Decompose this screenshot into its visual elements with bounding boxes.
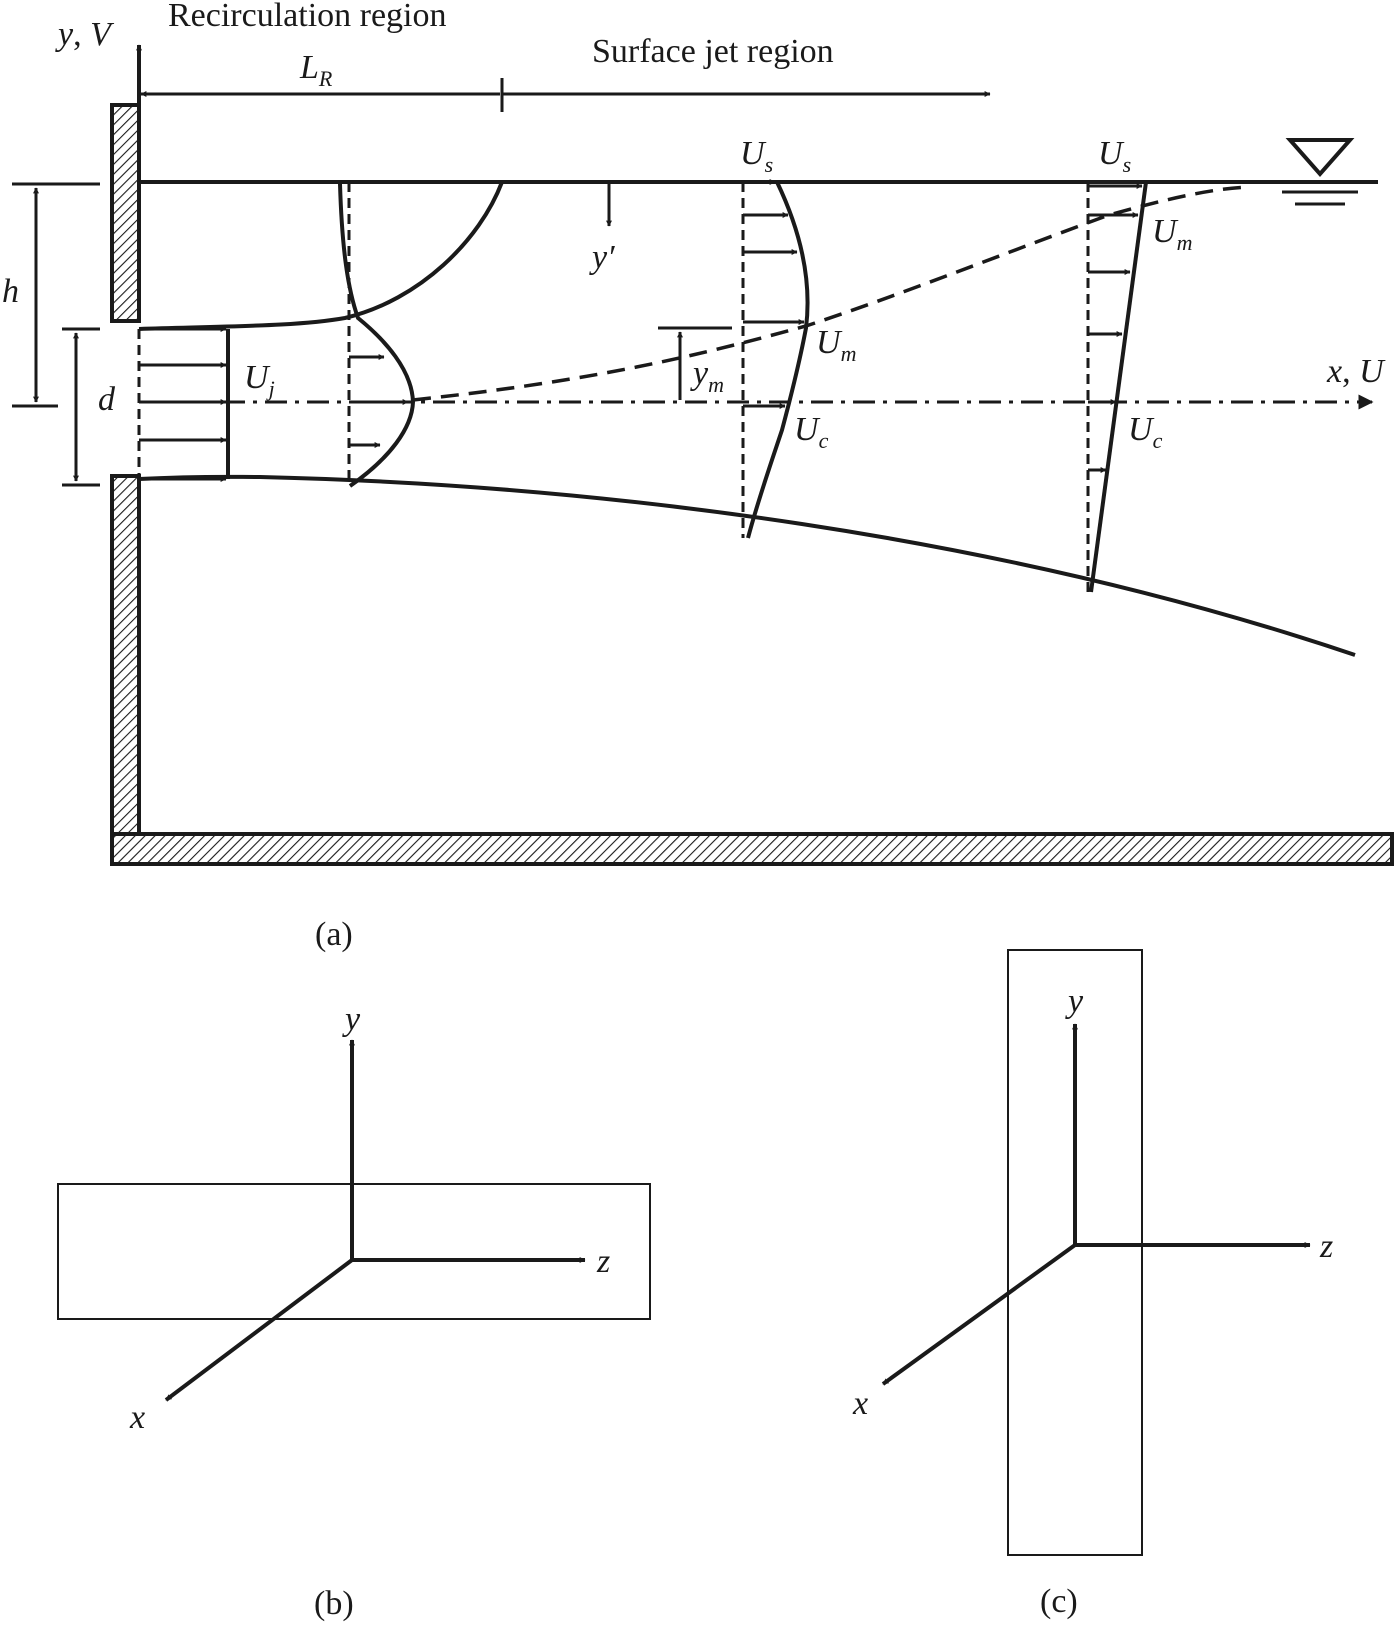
us2-label: Us bbox=[1098, 135, 1131, 177]
um2-label: Um bbox=[1152, 213, 1192, 255]
upper-wall bbox=[110, 103, 141, 323]
panel-c-x-label: x bbox=[852, 1385, 868, 1422]
y-axis-label: y, V bbox=[55, 16, 115, 53]
panel-b-x-label: x bbox=[129, 1399, 145, 1436]
recirculation-region-label: Recirculation region bbox=[168, 0, 447, 34]
profile3-curve bbox=[1089, 181, 1148, 593]
panel-b: y z x (b) bbox=[57, 1001, 651, 1622]
us1-label: Us bbox=[740, 135, 773, 177]
lower-wall bbox=[110, 474, 141, 836]
caption-c: (c) bbox=[1040, 1583, 1078, 1620]
half-velocity-line bbox=[412, 185, 1251, 402]
panel-c-x-axis bbox=[881, 1243, 1077, 1386]
water-level-symbol bbox=[1282, 138, 1358, 206]
ym-label: ym bbox=[690, 355, 724, 397]
um1-label: Um bbox=[816, 324, 856, 366]
uc2-label: Uc bbox=[1128, 411, 1163, 453]
profile1-curve bbox=[338, 183, 416, 488]
y-prime-label: y′ bbox=[589, 239, 615, 276]
panel-c-nozzle-outline bbox=[1007, 949, 1143, 1556]
panel-b-y-label: y bbox=[342, 1001, 361, 1038]
panel-c-z-label: z bbox=[1319, 1228, 1333, 1265]
panel-b-z-label: z bbox=[596, 1243, 610, 1280]
caption-a: (a) bbox=[315, 916, 353, 953]
channel-floor bbox=[110, 832, 1394, 866]
panel-a: y, V Recirculation region Surface jet re… bbox=[2, 0, 1394, 953]
x-axis-label: x, U bbox=[1326, 353, 1386, 390]
d-label: d bbox=[98, 381, 116, 418]
profile2-curve bbox=[746, 181, 810, 539]
surface-jet-region-label: Surface jet region bbox=[592, 33, 834, 70]
lr-label: LR bbox=[299, 49, 333, 91]
uj-label: Uj bbox=[244, 359, 275, 401]
upper-shear-boundary bbox=[138, 181, 504, 331]
panel-c-y-label: y bbox=[1065, 983, 1084, 1020]
lower-jet-boundary bbox=[138, 474, 1356, 657]
uc1-label: Uc bbox=[794, 411, 829, 453]
panel-b-x-axis bbox=[164, 1258, 354, 1402]
caption-b: (b) bbox=[314, 1585, 354, 1622]
panel-c: y z x (c) bbox=[852, 949, 1333, 1620]
inlet-velocity-profile bbox=[137, 326, 230, 482]
h-label: h bbox=[2, 273, 19, 310]
